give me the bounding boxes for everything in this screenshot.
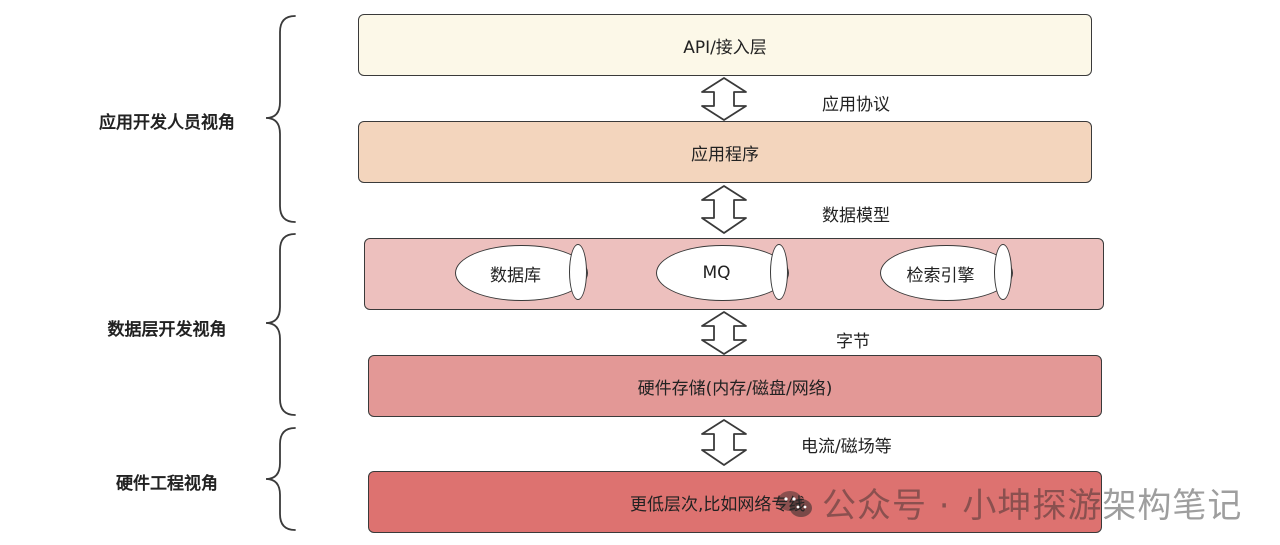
bracket-app-dev: [265, 15, 296, 223]
double-arrow-4: [701, 419, 747, 466]
layer-lower: 更低层次,比如网络专线: [368, 471, 1102, 533]
bracket-data-dev: [265, 233, 296, 416]
cylinder-cap: [569, 244, 587, 301]
watermark-text: 公众号 · 小坤探游架构笔记: [822, 486, 1243, 526]
cylinder-mq: MQ: [656, 244, 789, 301]
protocol-bytes: 字节: [836, 332, 870, 352]
cylinder-cap: [770, 244, 788, 301]
cylinder-cap: [994, 244, 1012, 301]
double-arrow-1: [701, 77, 747, 121]
cylinder-search-engine-label: 检索引擎: [906, 265, 975, 286]
perspective-app-dev: 应用开发人员视角: [99, 113, 235, 133]
protocol-electric: 电流/磁场等: [801, 437, 892, 457]
double-arrow-2: [701, 185, 747, 234]
perspective-data-dev: 数据层开发视角: [107, 320, 227, 340]
protocol-data-model: 数据模型: [822, 206, 890, 226]
double-arrow-3: [701, 311, 747, 355]
watermark: 公众号 · 小坤探游架构笔记: [776, 478, 1242, 527]
bracket-hw: [265, 427, 296, 531]
cylinder-database-label: 数据库: [490, 265, 541, 286]
layer-app: 应用程序: [358, 121, 1092, 183]
layer-app-label: 应用程序: [691, 144, 759, 165]
cylinder-search-engine: 检索引擎: [880, 244, 1013, 301]
wechat-icon: [776, 488, 814, 518]
layer-api-label: API/接入层: [683, 37, 767, 58]
protocol-app: 应用协议: [822, 95, 890, 115]
layer-storage: 硬件存储(内存/磁盘/网络): [368, 355, 1102, 417]
layer-storage-label: 硬件存储(内存/磁盘/网络): [637, 378, 833, 399]
cylinder-mq-label: MQ: [702, 263, 731, 283]
layer-api: API/接入层: [358, 14, 1092, 76]
layer-lower-label: 更低层次,比如网络专线: [630, 494, 806, 515]
cylinder-database: 数据库: [455, 244, 588, 301]
perspective-hw-eng: 硬件工程视角: [116, 474, 218, 494]
